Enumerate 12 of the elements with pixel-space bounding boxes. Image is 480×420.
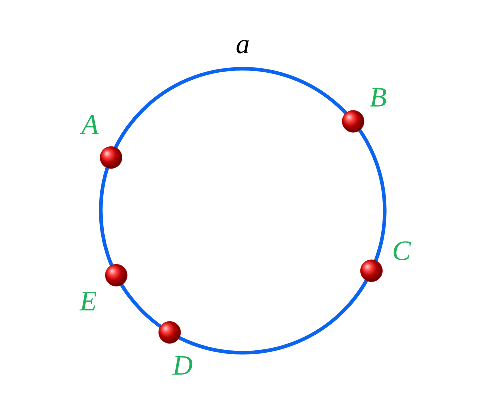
point	[100, 146, 122, 169]
circle	[99, 67, 387, 355]
point-label: C	[394, 242, 412, 260]
point	[105, 264, 128, 287]
point	[158, 321, 182, 344]
point	[342, 110, 365, 133]
point-label: B	[370, 88, 386, 107]
point-label: A	[80, 116, 99, 134]
point	[360, 260, 383, 282]
circle-label: a	[236, 40, 249, 54]
point-label: E	[80, 292, 97, 311]
point-label: D	[172, 356, 193, 375]
